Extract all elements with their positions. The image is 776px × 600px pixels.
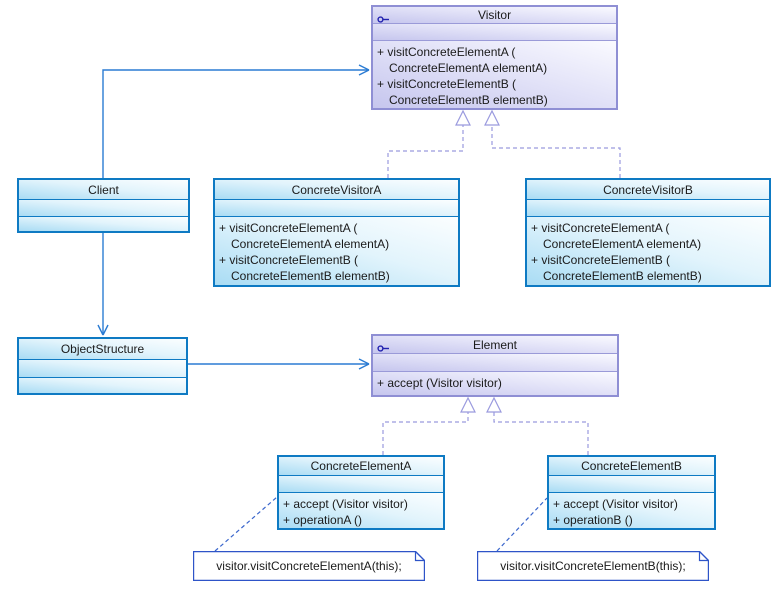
method-line: + accept (Visitor visitor): [283, 497, 408, 511]
method-line: + visitConcreteElementB (: [219, 253, 359, 267]
class-concreteelementb[interactable]: ConcreteElementB + accept (Visitor visit…: [547, 455, 716, 530]
class-name: ConcreteElementA: [310, 459, 412, 474]
methods-compartment: + accept (Visitor visitor) + operationB …: [549, 492, 714, 528]
note-visit-concrete-element-a[interactable]: visitor.visitConcreteElementA(this);: [192, 550, 426, 582]
note-shape: [476, 550, 710, 582]
association-objectstructure-element[interactable]: [188, 358, 370, 370]
class-concreteelementa[interactable]: ConcreteElementA + accept (Visitor visit…: [277, 455, 445, 530]
method-line: ConcreteElementA elementA): [543, 237, 702, 251]
class-element[interactable]: Element + accept (Visitor visitor): [371, 334, 619, 397]
class-concretevisitora-title-bar: ConcreteVisitorA: [215, 180, 458, 199]
methods-compartment: + visitConcreteElementA ( ConcreteElemen…: [527, 216, 769, 285]
method-line: ConcreteElementA elementA): [389, 61, 548, 75]
association-client-visitor[interactable]: [102, 64, 370, 178]
attributes-compartment: [215, 199, 458, 216]
note-visit-concrete-element-b[interactable]: visitor.visitConcreteElementB(this);: [476, 550, 710, 582]
generalization-concretevisitora-visitor[interactable]: [387, 109, 471, 178]
attributes-compartment: [373, 23, 616, 40]
method-line: ConcreteElementB elementB): [543, 269, 702, 283]
attributes-compartment: [279, 475, 443, 492]
methods-compartment: + visitConcreteElementA ( ConcreteElemen…: [373, 40, 616, 108]
class-name: ConcreteElementB: [581, 459, 682, 474]
class-name: Visitor: [477, 8, 512, 23]
class-client[interactable]: Client: [17, 178, 190, 233]
attributes-compartment: [19, 359, 186, 377]
method-line: ConcreteElementA elementA): [231, 237, 390, 251]
method-line: + accept (Visitor visitor): [377, 376, 502, 390]
class-name: ObjectStructure: [60, 342, 145, 356]
generalization-concretevisitorb-visitor[interactable]: [484, 109, 621, 178]
method-line: + visitConcreteElementB (: [377, 77, 517, 91]
class-visitor[interactable]: Visitor + visitConcreteElementA ( Concre…: [371, 5, 618, 110]
method-line: + accept (Visitor visitor): [553, 497, 678, 511]
class-concreteelementa-title-bar: ConcreteElementA: [279, 457, 443, 476]
methods-compartment: + visitConcreteElementA ( ConcreteElemen…: [215, 216, 458, 285]
class-client-title-bar: Client: [19, 180, 188, 199]
methods-compartment: + accept (Visitor visitor) + operationA …: [279, 492, 443, 528]
method-line: + visitConcreteElementA (: [219, 221, 358, 235]
attributes-compartment: [373, 353, 617, 371]
class-name: Element: [472, 337, 518, 352]
method-line: + operationA (): [283, 513, 363, 527]
method-line: + visitConcreteElementB (: [531, 253, 671, 267]
interface-icon: [377, 340, 391, 352]
method-line: ConcreteElementB elementB): [389, 93, 548, 107]
method-line: + visitConcreteElementA (: [377, 45, 516, 59]
class-visitor-title-bar: Visitor: [373, 7, 616, 24]
class-name: ConcreteVisitorB: [603, 182, 693, 197]
note-connector-a[interactable]: [214, 496, 278, 552]
interface-icon: [377, 11, 391, 23]
class-objectstructure-title-bar: ObjectStructure: [19, 339, 186, 359]
class-objectstructure[interactable]: ObjectStructure: [17, 337, 188, 395]
generalization-concreteelementb-element[interactable]: [486, 396, 589, 455]
note-connector-b[interactable]: [496, 497, 548, 552]
attributes-compartment: [19, 199, 188, 216]
note-shape: [192, 550, 426, 582]
method-line: + visitConcreteElementA (: [531, 221, 670, 235]
methods-compartment: + accept (Visitor visitor): [373, 371, 617, 395]
class-name: ConcreteVisitorA: [291, 182, 382, 197]
method-line: ConcreteElementB elementB): [231, 269, 390, 283]
methods-compartment: [19, 377, 186, 393]
class-element-title-bar: Element: [373, 336, 617, 353]
attributes-compartment: [527, 199, 769, 216]
methods-compartment: [19, 216, 188, 231]
association-client-objectstructure[interactable]: [97, 233, 109, 336]
note-text: visitor.visitConcreteElementA(this);: [216, 559, 402, 573]
class-concretevisitora[interactable]: ConcreteVisitorA + visitConcreteElementA…: [213, 178, 460, 287]
generalization-concreteelementa-element[interactable]: [382, 396, 476, 455]
note-text: visitor.visitConcreteElementB(this);: [500, 559, 686, 573]
method-line: + operationB (): [553, 513, 633, 527]
attributes-compartment: [549, 475, 714, 492]
class-concretevisitorb[interactable]: ConcreteVisitorB + visitConcreteElementA…: [525, 178, 771, 287]
class-concreteelementb-title-bar: ConcreteElementB: [549, 457, 714, 476]
class-concretevisitorb-title-bar: ConcreteVisitorB: [527, 180, 769, 199]
class-name: Client: [88, 182, 119, 197]
